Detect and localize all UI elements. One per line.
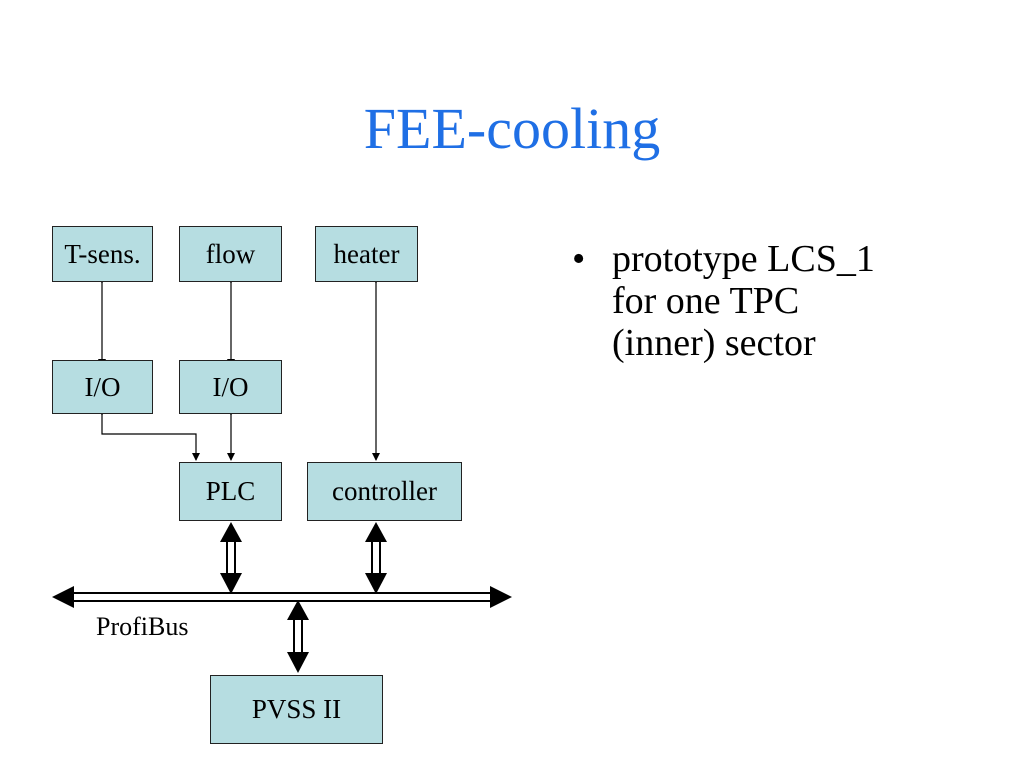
io-left-box: I/O xyxy=(52,360,153,414)
bullet-list: • prototype LCS_1 for one TPC (inner) se… xyxy=(572,238,992,364)
plc-box: PLC xyxy=(179,462,282,521)
bullet-line: prototype LCS_1 xyxy=(612,238,875,280)
heater-box: heater xyxy=(315,226,418,282)
pvss-bus-arrow xyxy=(287,600,309,673)
tsens-box: T-sens. xyxy=(52,226,153,282)
slide-title: FEE-cooling xyxy=(363,96,661,161)
controller-bus-arrow xyxy=(365,522,387,594)
connector-io-left-plc xyxy=(98,408,200,461)
bullet-marker: • xyxy=(572,238,586,280)
bullet-line: (inner) sector xyxy=(612,322,816,364)
pvss-box: PVSS II xyxy=(210,675,383,744)
profibus-label: ProfiBus xyxy=(96,612,189,641)
bullet-item: • prototype LCS_1 for one TPC (inner) se… xyxy=(572,238,992,364)
bullet-line: for one TPC xyxy=(612,280,800,322)
flow-box: flow xyxy=(179,226,282,282)
profibus-line xyxy=(52,586,512,608)
io-right-box: I/O xyxy=(179,360,282,414)
plc-bus-arrow xyxy=(220,522,242,594)
controller-box: controller xyxy=(307,462,462,521)
